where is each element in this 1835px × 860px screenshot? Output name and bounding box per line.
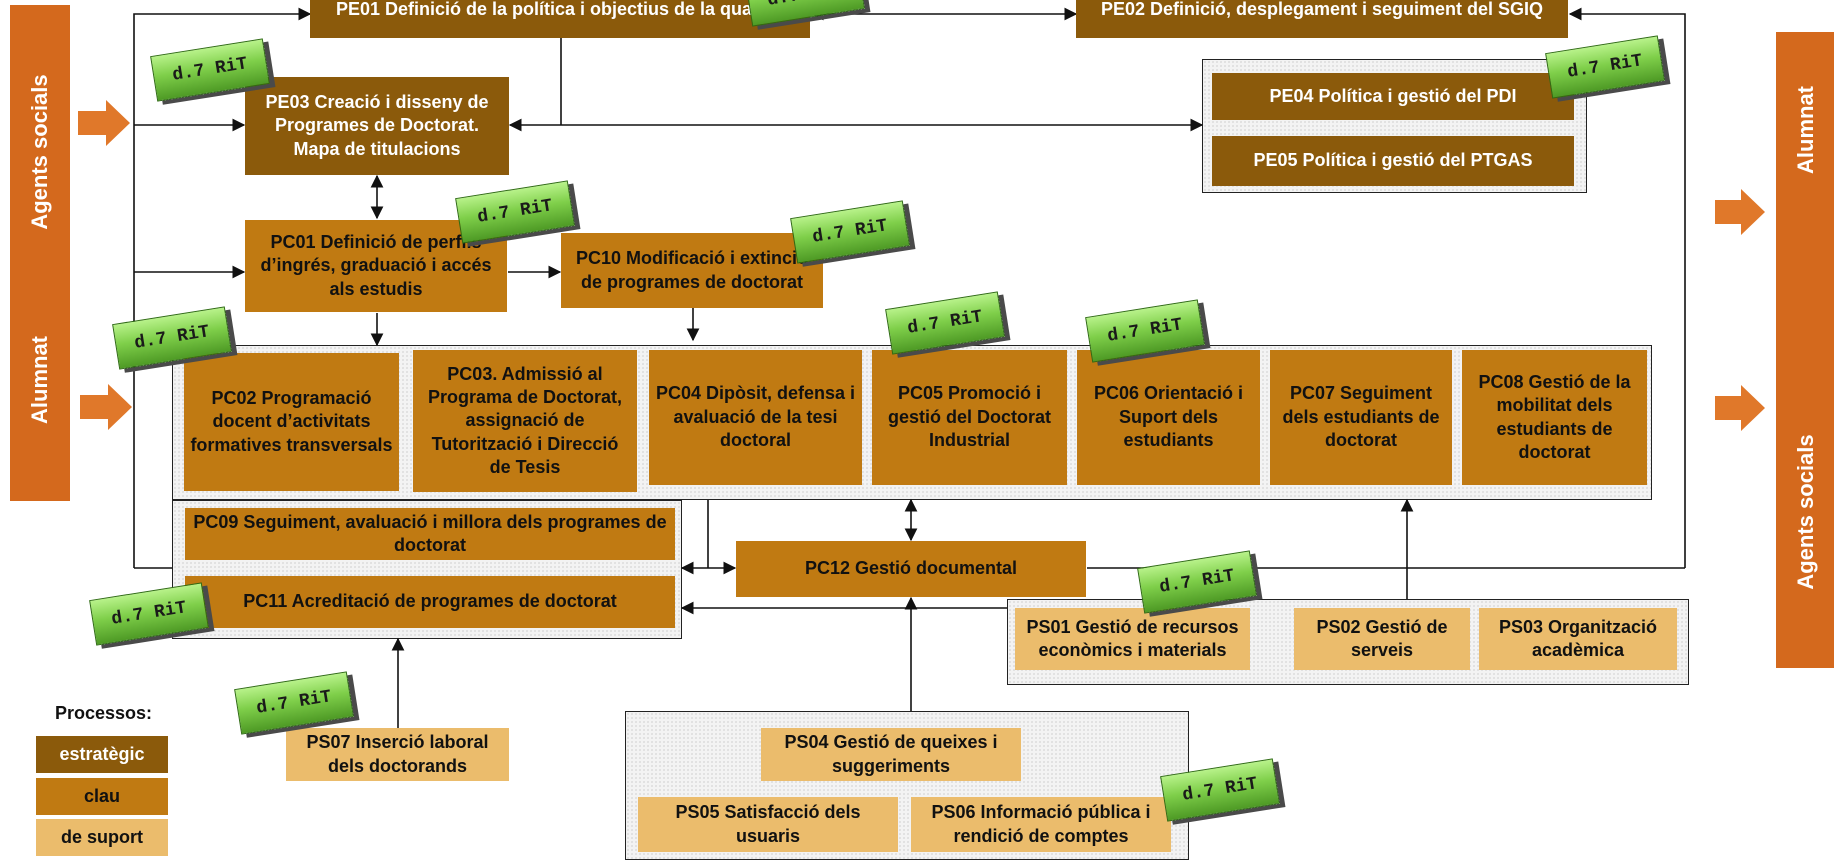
process-pe05[interactable]: PE05 Política i gestió del PTGAS [1212, 136, 1574, 186]
process-ps02[interactable]: PS02 Gestió de serveis [1294, 608, 1470, 670]
process-pc05[interactable]: PC05 Promoció i gestió del Doctorat Indu… [872, 350, 1067, 485]
process-pc11[interactable]: PC11 Acreditació de programes de doctora… [185, 576, 675, 628]
process-ps01[interactable]: PS01 Gestió de recursos econòmics i mate… [1015, 608, 1250, 670]
process-pc07[interactable]: PC07 Seguiment dels estudiants de doctor… [1270, 350, 1452, 485]
right-stakeholder-band [1776, 32, 1834, 668]
process-ps04[interactable]: PS04 Gestió de queixes i suggeriments [761, 728, 1021, 781]
process-pc03[interactable]: PC03. Admissió al Programa de Doctorat, … [413, 350, 637, 492]
process-pc04[interactable]: PC04 Dipòsit, defensa i avaluació de la … [649, 350, 862, 485]
process-ps07[interactable]: PS07 Inserció laboral dels doctorands [286, 728, 509, 781]
process-pe04[interactable]: PE04 Política i gestió del PDI [1212, 73, 1574, 120]
process-ps06[interactable]: PS06 Informació pública i rendició de co… [911, 797, 1171, 852]
process-ps05[interactable]: PS05 Satisfacció dels usuaris [638, 797, 898, 852]
legend-title: Processos: [55, 703, 153, 723]
process-pc12[interactable]: PC12 Gestió documental [736, 541, 1086, 597]
legend-strategic: estratègic [36, 736, 168, 773]
process-ps03[interactable]: PS03 Organització acadèmica [1479, 608, 1677, 670]
left-stakeholder-band [10, 5, 70, 501]
legend-support: de suport [36, 819, 168, 856]
process-pc09[interactable]: PC09 Seguiment, avaluació i millora dels… [185, 508, 675, 560]
process-pe01[interactable]: PE01 Definició de la política i objectiu… [310, 0, 810, 38]
process-pc10[interactable]: PC10 Modificació i extinció de programes… [561, 233, 823, 308]
legend-key: clau [36, 778, 168, 815]
process-pe02[interactable]: PE02 Definició, desplegament i seguiment… [1076, 0, 1568, 38]
process-pe03[interactable]: PE03 Creació i disseny de Programes de D… [245, 77, 509, 175]
process-pc02[interactable]: PC02 Programació docent d’activitats for… [184, 353, 399, 491]
process-pc06[interactable]: PC06 Orientació i Suport dels estudiants [1077, 350, 1260, 485]
process-pc08[interactable]: PC08 Gestió de la mobilitat dels estudia… [1462, 350, 1647, 485]
